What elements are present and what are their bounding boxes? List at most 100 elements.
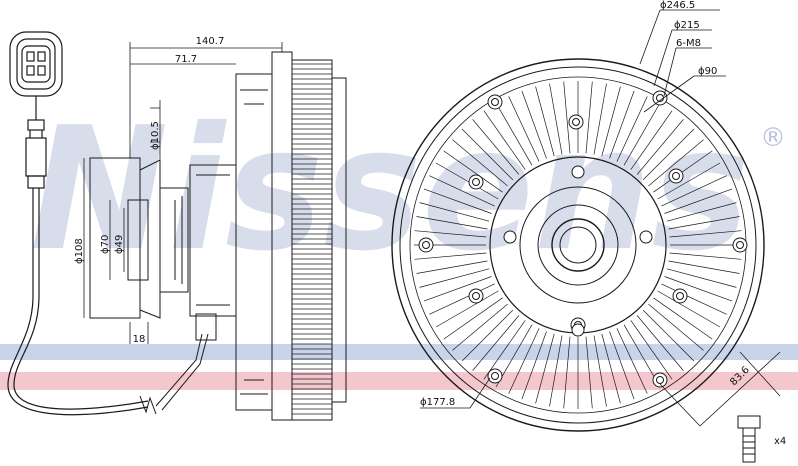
radial-fin xyxy=(461,128,514,181)
front-dimension-lines xyxy=(420,9,781,427)
registered-mark: ® xyxy=(760,123,786,153)
radial-fin xyxy=(423,188,492,214)
radial-fin xyxy=(630,320,673,380)
radial-fin xyxy=(535,86,555,157)
radial-fin xyxy=(419,268,490,288)
radial-fin xyxy=(636,315,684,371)
radial-fin xyxy=(435,290,499,328)
dim-fan-pcd: ϕ215 xyxy=(674,20,700,31)
mounting-hole-inner xyxy=(491,98,499,106)
radial-fin xyxy=(585,81,593,154)
mounting-hole-inner xyxy=(656,376,664,384)
radial-fin xyxy=(668,260,740,274)
radial-fin xyxy=(549,83,563,155)
dim-d70: ϕ70 xyxy=(100,235,111,254)
radial-fin xyxy=(416,260,488,274)
radial-fin xyxy=(483,320,526,380)
dim-center: ϕ90 xyxy=(698,66,717,77)
radial-fin xyxy=(653,150,713,193)
radial-fin xyxy=(521,331,547,400)
dim-overall-length: 140.7 xyxy=(196,36,225,47)
radial-fin xyxy=(461,309,514,362)
hub-hole xyxy=(571,323,585,337)
radial-fin xyxy=(669,230,742,238)
radial-fin xyxy=(414,230,487,238)
radial-fin xyxy=(508,96,540,162)
radial-fin xyxy=(585,336,593,409)
radial-fin xyxy=(664,188,733,214)
radial-fin xyxy=(609,90,635,159)
mounting-hole-inner xyxy=(472,292,480,300)
radial-fin xyxy=(535,333,555,404)
dim-hub-offset: 71.7 xyxy=(175,54,197,65)
front-radial-fins xyxy=(414,81,742,409)
radial-fin xyxy=(549,335,563,407)
radial-fin xyxy=(435,162,499,200)
front-mounting-holes xyxy=(418,90,748,388)
dim-flange: 18 xyxy=(133,334,146,345)
electrical-connector xyxy=(7,31,149,416)
radial-fin xyxy=(521,90,547,159)
radial-fin xyxy=(666,268,737,288)
dim-bolts: 6-M8 xyxy=(676,38,701,49)
radial-fin xyxy=(443,150,503,193)
dim-d108: ϕ108 xyxy=(74,238,85,264)
radial-fin xyxy=(648,139,704,187)
radial-fin xyxy=(419,202,490,222)
dim-outer: ϕ246.5 xyxy=(660,0,695,11)
mounting-hole-inner xyxy=(491,372,499,380)
hub-hole xyxy=(639,230,653,244)
radial-fin xyxy=(429,175,495,207)
dim-bottom: ϕ177.8 xyxy=(420,397,455,408)
cable-break-mark xyxy=(139,333,209,415)
mounting-hole-inner xyxy=(672,172,680,180)
radial-fin xyxy=(661,175,727,207)
radial-fin xyxy=(668,216,740,230)
mounting-hole-inner xyxy=(736,241,744,249)
radial-fin xyxy=(414,252,487,260)
radial-fin xyxy=(495,102,533,166)
radial-fin xyxy=(642,128,695,181)
hub-hole xyxy=(503,230,517,244)
mounting-hole-inner xyxy=(676,292,684,300)
mounting-hole-inner xyxy=(422,241,430,249)
radial-fin xyxy=(593,83,607,155)
side-dimension-lines xyxy=(83,42,283,344)
watermark-logo: Nissens xyxy=(30,91,750,289)
radial-fin xyxy=(443,297,503,340)
radial-fin xyxy=(483,110,526,170)
radial-fin xyxy=(653,297,713,340)
radial-fin xyxy=(661,283,727,315)
radial-fin xyxy=(452,303,508,351)
pink-stripe xyxy=(0,372,798,390)
radial-fin xyxy=(416,216,488,230)
mounting-hole-inner xyxy=(572,118,580,126)
dim-d49: ϕ49 xyxy=(114,235,125,254)
radial-fin xyxy=(616,96,648,162)
radial-fin xyxy=(601,86,621,157)
radial-fin xyxy=(601,333,621,404)
radial-fin xyxy=(657,162,721,200)
radial-fin xyxy=(616,328,648,394)
mounting-hole-inner xyxy=(472,178,480,186)
radial-fin xyxy=(593,335,607,407)
radial-fin xyxy=(664,276,733,302)
radial-fin xyxy=(657,290,721,328)
radial-fin xyxy=(630,110,673,170)
radial-fin xyxy=(472,315,520,371)
radial-fin xyxy=(666,202,737,222)
blue-stripe xyxy=(0,344,798,360)
dim-hole: ϕ10.5 xyxy=(150,121,161,150)
bolt-icon xyxy=(737,415,761,463)
hub-hole xyxy=(571,165,585,179)
radial-fin xyxy=(508,328,540,394)
bolt-quantity: x4 xyxy=(774,436,786,447)
radial-fin xyxy=(648,303,704,351)
radial-fin xyxy=(563,81,571,154)
radial-fin xyxy=(609,331,635,400)
radial-fin xyxy=(642,309,695,362)
radial-fin xyxy=(636,119,684,175)
radial-fin xyxy=(423,276,492,302)
